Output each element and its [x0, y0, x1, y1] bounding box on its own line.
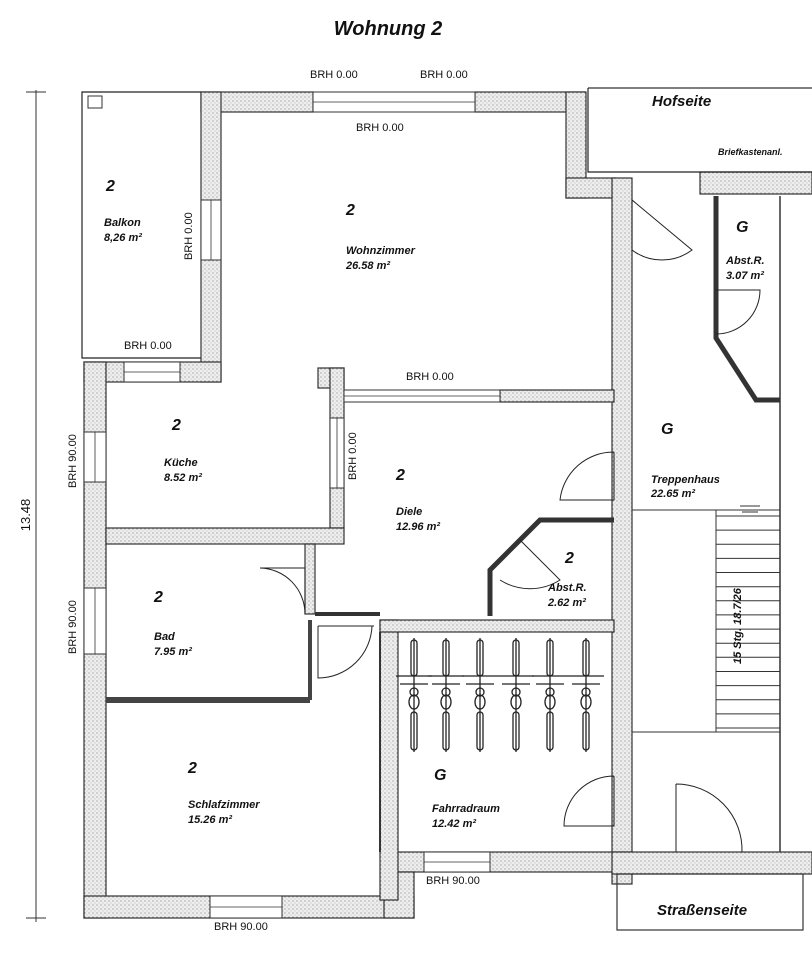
room-kueche: 2 Küche 8.52 m²: [164, 417, 202, 484]
bicycle-icon: [568, 638, 604, 752]
room-treppenhaus: G Treppenhaus 22.65 m²: [650, 421, 720, 500]
room-abstr-2: 2 Abst.R. 2.62 m²: [547, 550, 587, 609]
room-name: Abst.R.: [547, 582, 587, 594]
dimension-label: 13.48: [18, 499, 33, 532]
room-schlafzimmer: 2 Schlafzimmer 15.26 m²: [187, 760, 260, 826]
zone-number: 2: [345, 202, 355, 219]
room-name: Treppenhaus: [651, 474, 720, 486]
brh-label-kitchen-right: BRH 0.00: [347, 432, 359, 480]
zone-number: 2: [187, 760, 197, 777]
room-area: 15.26 m²: [188, 814, 232, 826]
staircase: [715, 505, 781, 733]
bicycle-icon: [462, 638, 498, 752]
brh-label-living-top: BRH 0.00: [356, 122, 404, 134]
bicycle-icon: [498, 638, 534, 752]
doors: [259, 198, 761, 853]
room-area: 3.07 m²: [726, 270, 764, 282]
brh-label-balcony-side: BRH 0.00: [183, 212, 195, 260]
zone-number: 2: [171, 417, 181, 434]
room-name: Abst.R.: [725, 255, 765, 267]
brh-label-bath-left: BRH 90.00: [67, 600, 79, 654]
brh-label-bike-room-bottom: BRH 90.00: [426, 875, 480, 887]
room-name: Fahrradraum: [432, 803, 500, 815]
room-name: Balkon: [104, 217, 141, 229]
zone-number: G: [736, 219, 748, 236]
room-bad: 2 Bad 7.95 m²: [153, 589, 192, 658]
bike-rack: [396, 638, 604, 752]
stairs-label: 15 Stg. 18.7/26: [732, 587, 744, 664]
bicycle-icon: [532, 638, 568, 752]
brh-label-top-left: BRH 0.00: [310, 69, 358, 81]
brh-label-kitchen-left: BRH 90.00: [67, 434, 79, 488]
windows: [83, 91, 501, 919]
room-area: 26.58 m²: [345, 260, 390, 272]
room-name: Wohnzimmer: [346, 245, 416, 257]
room-area: 12.42 m²: [432, 818, 476, 830]
room-wohnzimmer: 2 Wohnzimmer 26.58 m²: [345, 202, 416, 272]
room-area: 2.62 m²: [547, 597, 586, 609]
room-fahrradraum: G Fahrradraum 12.42 m²: [432, 767, 500, 830]
brh-label-top-right: BRH 0.00: [420, 69, 468, 81]
street-side-block: [616, 873, 804, 931]
room-name: Bad: [154, 631, 175, 643]
yard-side-block: [587, 87, 812, 173]
apartment-walls: [83, 91, 812, 919]
plan-title: Wohnung 2: [334, 18, 443, 40]
zone-number: 2: [105, 178, 115, 195]
room-name: Schlafzimmer: [188, 799, 260, 811]
brh-label-balcony-bottom: BRH 0.00: [124, 340, 172, 352]
zone-number: G: [661, 421, 673, 438]
dimension-line: [26, 90, 46, 922]
zone-number: 2: [564, 550, 574, 567]
room-area: 7.95 m²: [154, 646, 192, 658]
room-balkon: 2 Balkon 8,26 m²: [104, 178, 142, 244]
room-area: 22.65 m²: [650, 488, 695, 500]
zone-number: 2: [153, 589, 163, 606]
room-area: 8.52 m²: [164, 472, 202, 484]
bicycle-icon: [428, 638, 464, 752]
room-diele: 2 Diele 12.96 m²: [395, 467, 440, 533]
room-area: 12.96 m²: [396, 521, 440, 533]
balcony-outline: [81, 91, 201, 359]
room-area: 8,26 m²: [104, 232, 142, 244]
room-name: Küche: [164, 457, 198, 469]
zone-number: 2: [395, 467, 405, 484]
yard-side-label: Hofseite: [652, 93, 711, 110]
room-name: Diele: [396, 506, 422, 518]
bicycle-icon: [396, 638, 432, 752]
mailbox-label: Briefkastenanl.: [718, 147, 783, 157]
balcony-marker: [87, 95, 103, 109]
brh-label-bedroom-bottom: BRH 90.00: [214, 921, 268, 933]
street-side-label: Straßenseite: [657, 902, 747, 919]
brh-label-living-bottom: BRH 0.00: [406, 371, 454, 383]
zone-number: G: [434, 767, 446, 784]
room-abstr-g: G Abst.R. 3.07 m²: [725, 219, 765, 282]
